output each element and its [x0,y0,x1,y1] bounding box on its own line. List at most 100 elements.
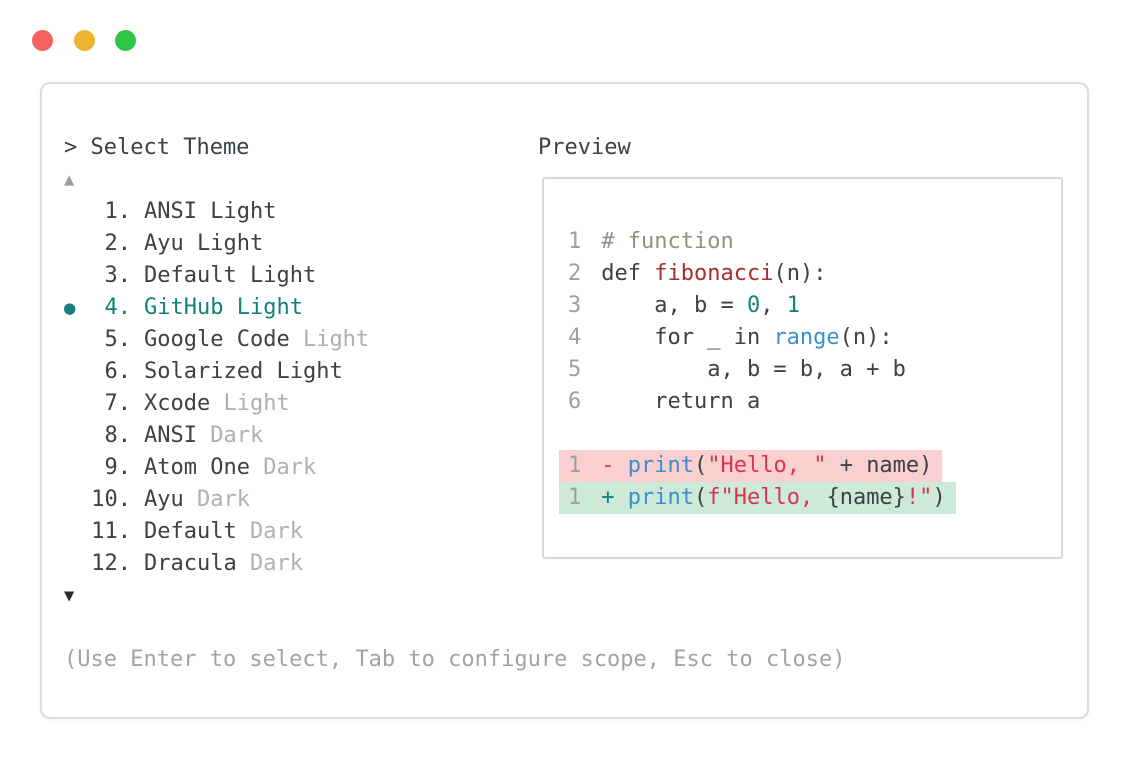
gutter-space [64,196,91,228]
code-token-plain: ( [693,453,708,478]
theme-item-label: ANSI Dark [144,423,264,448]
code-line-content: 1+ print(f"Hello, {name}!") [559,482,956,514]
theme-item-atom-one-dark[interactable]: 9.Atom One Dark [64,452,845,484]
code-line: 4 for _ in range(n): [568,322,1061,354]
theme-item-default-light[interactable]: 3. Default Light [64,260,845,292]
theme-item-suffix: Dark [183,487,250,512]
scroll-up-icon[interactable]: ▲ [64,170,75,190]
theme-item-ansi-light[interactable]: 1. ANSI Light [64,196,845,228]
code-token-plain: return a [601,389,761,414]
theme-item-number: 3. [104,263,132,288]
theme-item-label: Dracula Dark [144,551,303,576]
code-token-plain: ( [693,485,708,510]
code-token-number: 1 [786,293,800,318]
code-token-str: !" [905,485,933,510]
code-token-plain: ) [932,485,946,510]
diff-added-line: 1+ print(f"Hello, {name}!") [559,482,1061,514]
scroll-down-icon[interactable]: ▼ [64,586,75,606]
theme-item-label: Ayu Light [144,231,264,256]
line-number: 4 [568,325,582,350]
code-token-comment: # function [601,229,734,254]
line-number: 6 [568,389,582,414]
theme-item-default-dark[interactable]: 11.Default Dark [64,516,845,548]
code-token-plain: (n): [773,261,827,286]
theme-item-number: 7. [104,391,132,416]
theme-item-number: 8. [104,423,132,448]
line-number: 2 [568,261,582,286]
maximize-button[interactable] [115,30,136,51]
theme-item-suffix: Light [236,263,317,288]
theme-item-suffix: Dark [249,455,317,480]
code-token-plain: for _ in [601,325,774,350]
gutter-space [64,516,91,548]
minimize-button[interactable] [74,30,95,51]
code-token-str: f"Hello, [707,485,827,510]
gutter-space [64,260,91,292]
code-line-content: 3 a, b = 0, 1 [559,290,810,322]
code-line-content: 6 return a [559,386,770,418]
theme-item-solarized-light[interactable]: 6.Solarized Light [64,356,845,388]
close-button[interactable] [32,30,53,51]
code-token-str: "Hello, " [707,453,827,478]
theme-item-number: 1. [104,199,132,224]
theme-item-ansi-dark[interactable]: 8. ANSI Dark [64,420,845,452]
theme-item-label: Google Code Light [144,327,370,352]
help-text: (Use Enter to select, Tab to configure s… [64,647,846,672]
theme-item-suffix: Light [223,295,303,320]
theme-item-number: 12. [91,551,131,576]
theme-item-xcode-light[interactable]: 7.Xcode Light [64,388,845,420]
gutter-space [64,420,91,452]
page-title: > Select Theme [64,135,250,160]
theme-item-suffix: Dark [236,551,303,576]
gutter-space [64,324,91,356]
theme-item-number: 5. [104,327,132,352]
theme-item-google-code-light[interactable]: 5. Google Code Light [64,324,845,356]
line-number: 1 [568,485,582,510]
theme-list: 1. ANSI Light 2. Ayu Light 3. Default Light ●4… [64,196,845,580]
line-number: 3 [568,293,582,318]
gutter-space [64,388,91,420]
code-token-plain: , [760,293,787,318]
gutter-space [64,228,91,260]
code-line: 1 # function [568,226,1061,258]
spacer-row [64,612,845,644]
theme-item-ayu-light[interactable]: 2. Ayu Light [64,228,845,260]
code-line-content: 4 for _ in range(n): [559,322,903,354]
code-line: 3 a, b = 0, 1 [568,290,1061,322]
code-line-content: 1- print("Hello, " + name) [559,450,943,482]
code-token-add: + [601,485,628,510]
theme-item-ayu-dark[interactable]: 10. Ayu Dark [64,484,845,516]
theme-item-suffix: Dark [196,423,264,448]
code-token-plain: def [601,261,655,286]
theme-item-number: 6. [104,359,132,384]
code-token-number: 0 [746,293,761,318]
theme-item-number: 2. [104,231,132,256]
theme-item-github-light[interactable]: ●4.GitHub Light [64,292,845,324]
theme-item-dracula-dark[interactable]: 12. Dracula Dark [64,548,845,580]
code-line: 6 return a [568,386,1061,418]
preview-title: Preview [538,135,631,160]
theme-item-number: 10. [91,487,131,512]
code-token-builtin: range [773,325,840,350]
theme-item-number: 9. [104,455,132,480]
gutter-space [64,356,91,388]
gutter-space [64,548,91,580]
theme-item-suffix: Light [183,231,264,256]
code-token-plain: {name} [826,485,906,510]
code-token-plain: a, b = b, a + b [601,357,906,382]
code-line: 5 a, b = b, a + b [568,354,1061,386]
code-token-builtin: print [627,453,694,478]
line-number: 1 [568,229,582,254]
theme-selector-window: > Select Theme ▲ 1. ANSI Light 2. Ayu Light… [40,82,1089,719]
theme-item-label: ANSI Light [144,199,277,224]
diff-removed-line: 1- print("Hello, " + name) [559,450,1061,482]
theme-item-suffix: Light [263,359,343,384]
theme-item-label: Ayu Dark [144,487,250,512]
theme-item-label: Default Light [144,263,317,288]
